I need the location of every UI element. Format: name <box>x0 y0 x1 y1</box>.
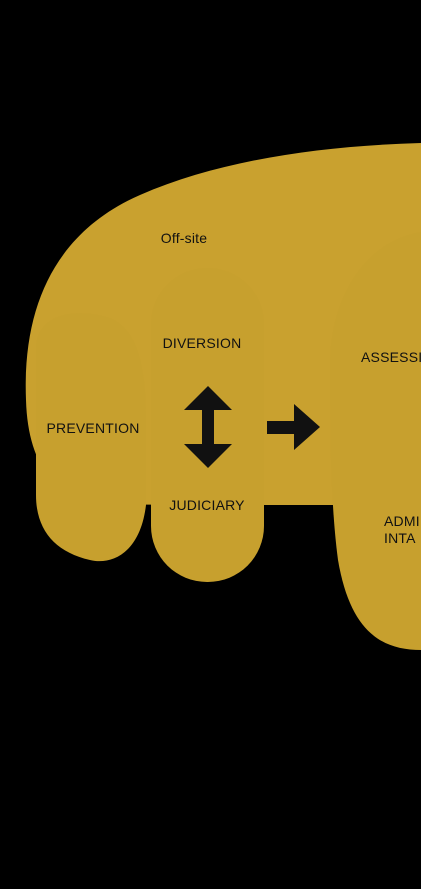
prevention-label: PREVENTION <box>46 420 140 436</box>
admission-intake-label: ADMI INTA <box>384 513 420 546</box>
assessment-label: ASSESSI <box>361 349 421 365</box>
right-arrow-icon <box>267 404 320 450</box>
diversion-label: DIVERSION <box>162 335 242 351</box>
off-site-label: Off-site <box>160 230 208 246</box>
assessment-region <box>330 232 421 650</box>
prevention-region <box>36 313 146 562</box>
judiciary-label: JUDICIARY <box>169 497 245 513</box>
bidirectional-arrow-icon <box>184 386 232 468</box>
